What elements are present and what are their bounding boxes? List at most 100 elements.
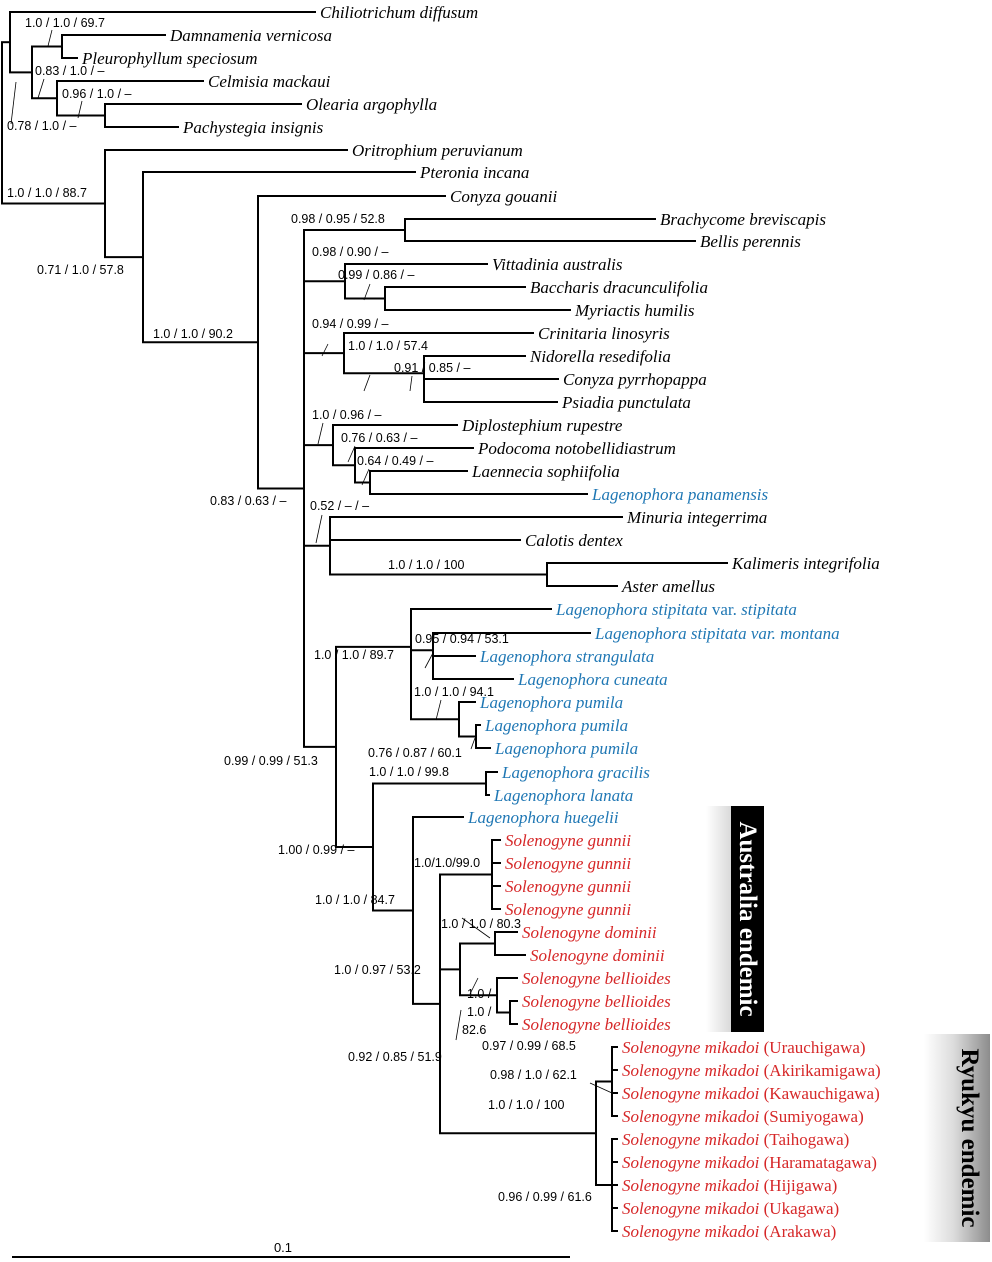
support-label-13: 1.0 / 0.96 / – <box>312 408 382 422</box>
tip-label-29: Lagenophora cuneata <box>517 670 668 689</box>
support-label-25: 1.00 / 0.99 / – <box>278 843 354 857</box>
support-label-37: 0.96 / 0.99 / 61.6 <box>498 1190 592 1204</box>
tip-label-49: Solenogyne mikadoi (Taihogawa) <box>622 1130 849 1149</box>
support-leader-13 <box>435 699 442 721</box>
tip-label-27: Lagenophora stipitata var. montana <box>594 624 840 643</box>
tip-label-34: Lagenophora lanata <box>493 786 633 805</box>
region-bands: Australia endemic Ryukyu endemic <box>706 806 990 1242</box>
tip-label-19: Podocoma notobellidiastrum <box>477 439 676 458</box>
support-label-15: 0.64 / 0.49 / – <box>357 454 433 468</box>
support-label-33: 0.97 / 0.99 / 68.5 <box>482 1039 576 1053</box>
tip-label-14: Crinitaria linosyris <box>538 324 670 343</box>
support-label-10: 0.94 / 0.99 / – <box>312 317 388 331</box>
tip-label-8: Conyza gouanii <box>450 187 557 206</box>
support-labels: 1.0 / 1.0 / 69.7 0.83 / 1.0 / – 0.96 / 1.0… <box>7 16 592 1204</box>
tip-label-51: Solenogyne mikadoi (Hijigawa) <box>622 1176 837 1195</box>
support-label-22: 0.76 / 0.87 / 60.1 <box>368 746 462 760</box>
tip-label-41: Solenogyne dominii <box>530 946 665 965</box>
tip-label-39: Solenogyne gunnii <box>505 900 631 919</box>
region-label-australia: Australia endemic <box>734 821 761 1016</box>
tip-label-26: Lagenophora stipitata var. stipitata <box>555 600 797 619</box>
tip-label-42: Solenogyne bellioides <box>522 969 671 988</box>
tip-label-31: Lagenophora pumila <box>484 716 628 735</box>
support-leader-18 <box>589 1082 613 1094</box>
support-label-14: 0.76 / 0.63 / – <box>341 431 417 445</box>
support-label-24: 1.0 / 1.0 / 99.8 <box>369 765 449 779</box>
region-label-ryukyu: Ryukyu endemic <box>956 1048 983 1227</box>
support-label-29: 1.0 / 0.97 / 53.2 <box>334 963 421 977</box>
support-leader-6 <box>409 375 413 392</box>
support-leader-4 <box>321 343 329 357</box>
support-label-34: 0.92 / 0.85 / 51.9 <box>348 1050 442 1064</box>
tip-label-35: Lagenophora huegelii <box>467 808 619 827</box>
support-label-4: 1.0 / 1.0 / 88.7 <box>7 186 87 200</box>
tip-label-16: Conyza pyrrhopappa <box>563 370 707 389</box>
support-label-16: 0.83 / 0.63 / – <box>210 494 286 508</box>
tip-label-37: Solenogyne gunnii <box>505 854 631 873</box>
tip-label-45: Solenogyne mikadoi (Urauchigawa) <box>622 1038 866 1057</box>
support-label-20: 0.95 / 0.94 / 53.1 <box>415 632 509 646</box>
support-leader-lines <box>10 29 613 1094</box>
tip-label-11: Vittadinia australis <box>492 255 623 274</box>
tip-label-50: Solenogyne mikadoi (Haramatagawa) <box>622 1153 877 1172</box>
tip-label-2: Pleurophyllum speciosum <box>81 49 257 68</box>
support-label-6: 1.0 / 1.0 / 90.2 <box>153 327 233 341</box>
tip-label-4: Olearia argophylla <box>306 95 437 114</box>
support-leader-2 <box>77 100 83 119</box>
australia-band-black <box>731 806 764 1032</box>
tip-label-46: Solenogyne mikadoi (Akirikamigawa) <box>622 1061 881 1080</box>
tip-label-38: Solenogyne gunnii <box>505 877 631 896</box>
tip-label-18: Diplostephium rupestre <box>461 416 623 435</box>
support-leader-12 <box>424 652 434 669</box>
tip-label-13: Myriactis humilis <box>574 301 695 320</box>
tip-label-3: Celmisia mackaui <box>208 72 331 91</box>
support-label-21: 1.0 / 1.0 / 94.1 <box>414 685 494 699</box>
support-label-7: 0.98 / 0.95 / 52.8 <box>291 212 385 226</box>
support-label-35: 0.98 / 1.0 / 62.1 <box>490 1068 577 1082</box>
tip-label-6: Oritrophium peruvianum <box>352 141 523 160</box>
support-leader-11 <box>363 283 371 301</box>
support-label-26: 1.0/1.0/99.0 <box>414 856 480 870</box>
tip-label-47: Solenogyne mikadoi (Kawauchigawa) <box>622 1084 880 1103</box>
support-label-31: 1.0 / <box>467 1005 492 1019</box>
tip-label-30: Lagenophora pumila <box>479 693 623 712</box>
support-leader-0 <box>47 29 53 47</box>
support-leader-16 <box>469 977 479 995</box>
tip-label-12: Baccharis dracunculifolia <box>530 278 708 297</box>
tip-label-9: Brachycome breviscapis <box>660 210 826 229</box>
support-label-3: 0.78 / 1.0 / – <box>7 119 77 133</box>
support-label-11: 1.0 / 1.0 / 57.4 <box>348 339 428 353</box>
support-leader-8 <box>347 445 356 463</box>
support-label-12: 0.91 / 0.85 / – <box>394 361 470 375</box>
support-leader-17 <box>461 917 491 939</box>
tip-label-40: Solenogyne dominii <box>522 923 657 942</box>
support-leader-1 <box>37 78 45 99</box>
support-leader-5 <box>363 374 371 392</box>
support-label-2: 0.96 / 1.0 / – <box>62 87 132 101</box>
scale-bar-label: 0.1 <box>274 1240 292 1255</box>
tip-label-28: Lagenophora strangulata <box>479 647 654 666</box>
scale-bar: 0.1 <box>12 1240 570 1258</box>
tip-label-23: Calotis dentex <box>525 531 623 550</box>
support-leader-3 <box>10 81 17 125</box>
tip-label-43: Solenogyne bellioides <box>522 992 671 1011</box>
support-label-0: 1.0 / 1.0 / 69.7 <box>25 16 105 30</box>
support-leader-15 <box>455 1009 462 1041</box>
tip-label-33: Lagenophora gracilis <box>501 763 650 782</box>
support-label-23: 0.99 / 0.99 / 51.3 <box>224 754 318 768</box>
tip-label-44: Solenogyne bellioides <box>522 1015 671 1034</box>
support-label-1: 0.83 / 1.0 / – <box>35 64 105 78</box>
support-label-9: 0.99 / 0.86 / – <box>338 268 414 282</box>
tip-label-5: Pachystegia insignis <box>182 118 324 137</box>
support-label-17: 0.52 / – / – <box>310 499 369 513</box>
tip-label-52: Solenogyne mikadoi (Ukagawa) <box>622 1199 839 1218</box>
tip-label-36: Solenogyne gunnii <box>505 831 631 850</box>
tip-label-15: Nidorella resedifolia <box>529 347 671 366</box>
support-leader-7 <box>317 422 324 445</box>
support-leader-14 <box>470 737 476 750</box>
tree-edges <box>1 11 728 1232</box>
support-label-18: 1.0 / 1.0 / 100 <box>388 558 464 572</box>
ryukyu-band <box>924 1034 990 1242</box>
